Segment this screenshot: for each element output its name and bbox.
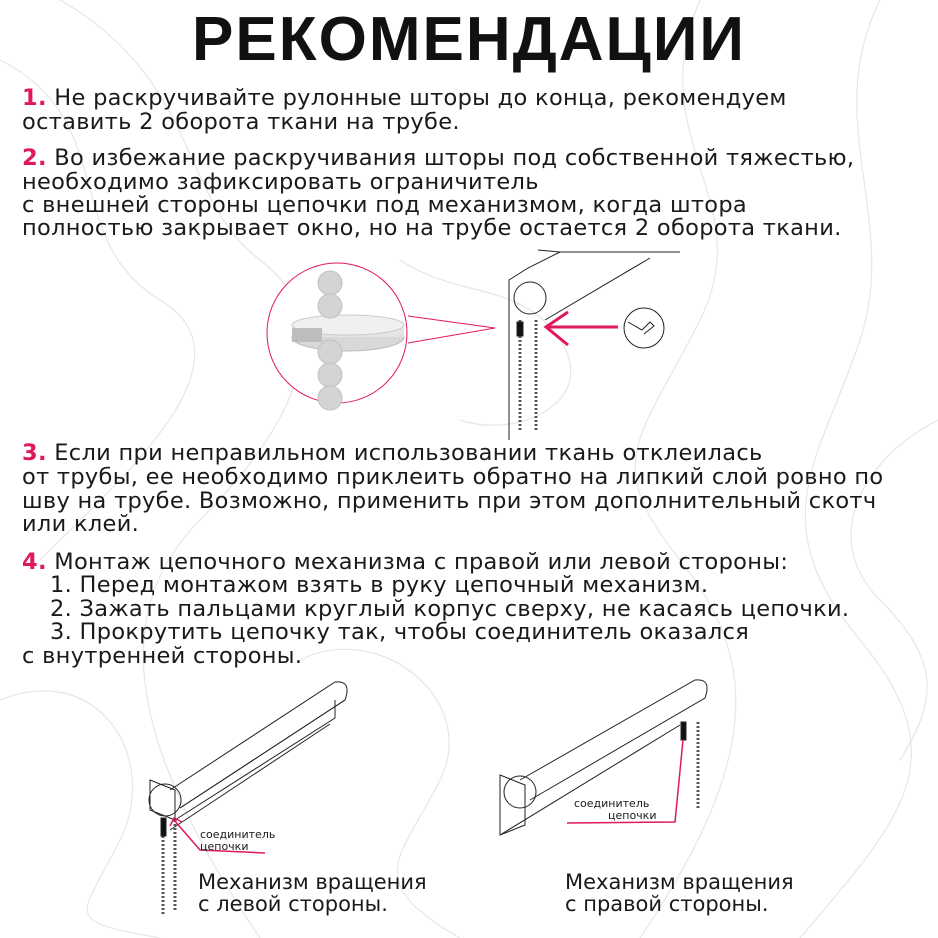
left-mechanism-diagram xyxy=(148,681,348,915)
magnified-limiter-icon xyxy=(266,262,496,411)
item-number: 4. xyxy=(22,549,47,575)
item-4-line-1: 4. Монтаж цепочного механизма с правой и… xyxy=(22,549,789,575)
item-3-line-3: шву на трубе. Возможно, применить при эт… xyxy=(22,488,877,514)
item-3-line-4: или клей. xyxy=(22,511,140,537)
item-number: 1. xyxy=(22,85,47,111)
right-caption-line-1: Механизм вращения xyxy=(565,870,794,894)
item-2-line-4: полностью закрывает окно, но на трубе ос… xyxy=(22,215,842,241)
item-4-line-5: с внутренней стороны. xyxy=(22,643,303,669)
item-3-line-2: от трубы, ее необходимо приклеить обратн… xyxy=(22,464,884,490)
item-number: 2. xyxy=(22,145,47,171)
item-number: 3. xyxy=(22,440,47,466)
item-3-line-1: 3. Если при неправильном использовании т… xyxy=(22,440,763,466)
right-connector-label-line-1: соединитель xyxy=(574,797,650,810)
roller-bracket-icon xyxy=(508,249,680,440)
item-2-line-1: 2. Во избежание раскручивания шторы под … xyxy=(22,145,855,171)
left-connector-label-line-1: соединитель xyxy=(200,828,276,841)
left-caption-line-1: Механизм вращения xyxy=(198,870,427,894)
item-1-line-1: 1. Не раскручивайте рулонные шторы до ко… xyxy=(22,85,787,111)
right-connector-label-line-2: цепочки xyxy=(608,809,657,822)
left-connector-label-line-2: цепочки xyxy=(200,840,249,853)
right-mechanism-diagram xyxy=(499,679,708,836)
left-caption-line-2: с левой стороны. xyxy=(198,892,388,916)
arrow-icon xyxy=(543,310,618,347)
item-4-step-2: 2. Зажать пальцами круглый корпус сверху… xyxy=(50,596,850,622)
limiter-icon xyxy=(623,307,665,349)
right-caption-line-2: с правой стороны. xyxy=(565,892,769,916)
page-title: РЕКОМЕНДАЦИИ xyxy=(192,5,746,74)
item-4-step-3: 3. Прокрутить цепочку так, чтобы соедини… xyxy=(50,619,750,645)
item-2-line-2: необходимо зафиксировать ограничитель xyxy=(22,169,539,195)
item-1-line-2: оставить 2 оборота ткани на трубе. xyxy=(22,109,460,135)
item-4-step-1: 1. Перед монтажом взять в руку цепочный … xyxy=(50,572,709,598)
item-2-line-3: с внешней стороны цепочки под механизмом… xyxy=(22,192,747,218)
